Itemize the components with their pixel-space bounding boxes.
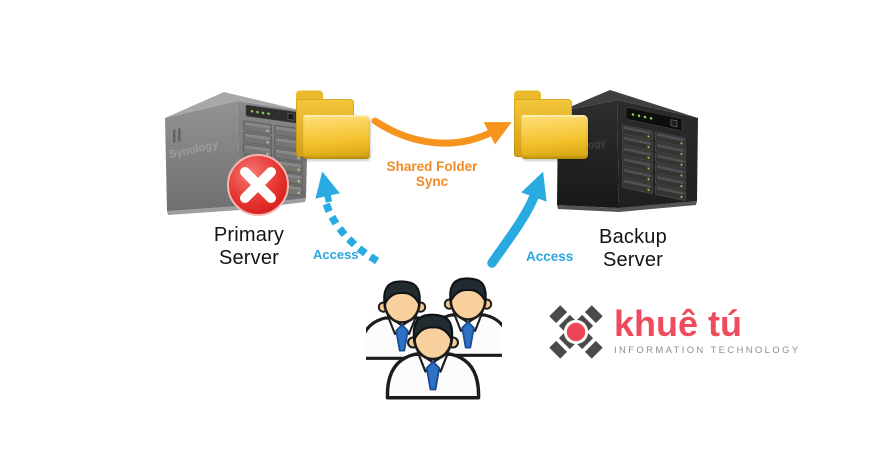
shared-folder-icon-backup [511,82,595,162]
logo-tagline: INFORMATION TECHNOLOGY [614,345,801,356]
primary-server-label: Primary Server [213,224,285,269]
khue-tu-logo: khuê tú INFORMATION TECHNOLOGY [545,299,800,363]
access-label-backup: Access [526,249,574,264]
vent-slots [173,128,181,143]
users-icon [366,276,502,400]
primary-server-illustration: Synology [165,92,308,216]
error-x-icon [227,154,289,216]
pinwheel-x-icon [549,305,603,359]
access-label-primary: Access [313,247,359,262]
shared-folder-sync-label: Shared Folder Sync [386,159,478,189]
front-panel [625,106,683,132]
folder-front [521,115,588,159]
shared-folder-icon-primary [293,82,377,162]
folder-front [303,115,370,159]
drive-bays [622,124,688,203]
backup-server-label: Backup Server [599,226,667,271]
sync-arrow [371,117,512,147]
access-arrow-dashed-head [315,171,340,203]
logo-name: khuê tú [614,303,743,344]
